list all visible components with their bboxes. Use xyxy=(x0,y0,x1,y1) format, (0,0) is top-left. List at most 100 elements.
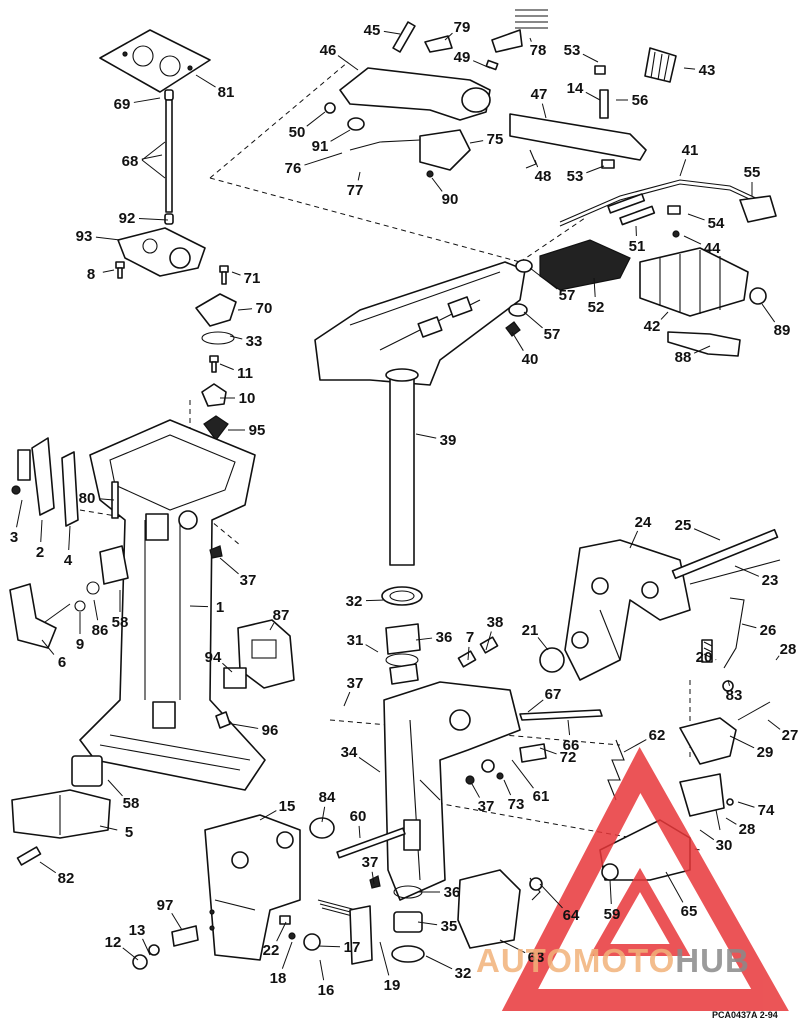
part-label: 94 xyxy=(205,649,222,666)
leader-line xyxy=(237,308,253,311)
part-label: 12 xyxy=(105,934,122,951)
part-label: 30 xyxy=(716,837,733,854)
part-label: 15 xyxy=(279,798,296,815)
part-label: 44 xyxy=(704,240,721,257)
throttle-arm-46 xyxy=(339,9,548,121)
part-label: 64 xyxy=(563,907,580,924)
exhaust-housing-1 xyxy=(79,419,266,791)
part-label: 25 xyxy=(675,517,692,534)
part-label: 10 xyxy=(239,390,256,407)
leader-line xyxy=(734,565,760,577)
part-label: 67 xyxy=(545,686,562,703)
handle-grip xyxy=(539,239,767,357)
leader-line xyxy=(99,825,118,831)
part-label: 36 xyxy=(444,884,461,901)
part-label: 14 xyxy=(567,80,584,97)
part-label: 37 xyxy=(478,798,495,815)
leader-line xyxy=(102,269,115,273)
leader-line xyxy=(679,159,687,177)
leader-line xyxy=(219,363,234,371)
leader-line xyxy=(330,129,351,142)
watermark-text: AUTOMOTOHUB xyxy=(476,942,750,980)
part-label: 4 xyxy=(64,552,73,569)
leader-line xyxy=(93,599,99,621)
leader-line xyxy=(541,103,547,119)
leader-line xyxy=(582,53,599,63)
part-label: 92 xyxy=(119,210,136,227)
part-label: 29 xyxy=(757,744,774,761)
part-label: 72 xyxy=(560,749,577,766)
leader-line xyxy=(371,871,375,885)
bushings-31 xyxy=(381,586,423,685)
leader-line xyxy=(321,806,326,823)
leader-line xyxy=(219,557,239,575)
leader-line xyxy=(276,921,287,942)
leader-line xyxy=(138,217,169,221)
figure-code: PCA0437A 2-94 xyxy=(712,1010,778,1020)
leader-line xyxy=(523,311,543,329)
part-label: 36 xyxy=(436,629,453,646)
leader-line xyxy=(729,735,755,749)
leader-line xyxy=(699,829,715,841)
leader-line xyxy=(472,60,491,69)
part-label: 33 xyxy=(246,333,263,350)
part-label: 56 xyxy=(632,92,649,109)
part-label: 65 xyxy=(681,903,698,920)
leader-line xyxy=(337,55,359,71)
part-label: 45 xyxy=(364,22,381,39)
leader-line xyxy=(222,662,233,673)
steering-bracket xyxy=(314,261,526,566)
part-label: 77 xyxy=(347,182,364,199)
leader-line xyxy=(306,111,326,127)
part-label: 96 xyxy=(262,722,279,739)
gasket-plate-81 xyxy=(99,29,211,93)
part-label: 38 xyxy=(487,614,504,631)
leader-line xyxy=(511,759,534,789)
leader-line xyxy=(231,723,259,729)
part-label: 19 xyxy=(384,977,401,994)
part-label: 49 xyxy=(454,49,471,66)
bottom-bushings xyxy=(391,885,425,963)
small-parts-75 xyxy=(324,102,471,178)
cam-parts-70 xyxy=(195,265,237,441)
leader-line xyxy=(467,646,470,661)
part-label: 43 xyxy=(699,62,716,79)
leader-line xyxy=(98,498,115,501)
part-label: 20 xyxy=(696,649,713,666)
part-label: 55 xyxy=(744,164,761,181)
leader-line xyxy=(281,941,293,969)
leader-line xyxy=(415,637,433,641)
rod-68 xyxy=(141,89,174,225)
part-label: 27 xyxy=(782,727,799,744)
swivel-bracket-24 xyxy=(564,528,781,681)
part-label: 50 xyxy=(289,124,306,141)
part-label: 35 xyxy=(441,918,458,935)
part-label: 23 xyxy=(762,572,779,589)
throttle-cable-41 xyxy=(559,179,777,238)
leader-line xyxy=(365,599,385,602)
part-label: 53 xyxy=(564,42,581,59)
tilt-spring-parts xyxy=(465,709,625,801)
part-label: 11 xyxy=(237,365,253,382)
leader-line xyxy=(503,779,512,796)
part-label: 22 xyxy=(263,942,280,959)
part-label: 46 xyxy=(320,42,337,59)
part-label: 26 xyxy=(760,622,777,639)
leader-line xyxy=(317,945,341,948)
part-label: 47 xyxy=(531,86,548,103)
part-label: 5 xyxy=(125,824,133,841)
part-label: 80 xyxy=(79,490,96,507)
leader-line xyxy=(431,177,443,192)
leader-line xyxy=(737,801,755,808)
part-label: 9 xyxy=(76,636,84,653)
part-label: 83 xyxy=(726,687,743,704)
leader-line xyxy=(231,271,241,276)
leader-line xyxy=(485,631,492,651)
tilt-lock-parts xyxy=(679,597,771,765)
part-label: 16 xyxy=(318,982,335,999)
leader-line xyxy=(693,528,721,541)
part-label: 17 xyxy=(344,939,361,956)
bracket-87 xyxy=(209,545,295,729)
leader-line xyxy=(499,939,526,954)
